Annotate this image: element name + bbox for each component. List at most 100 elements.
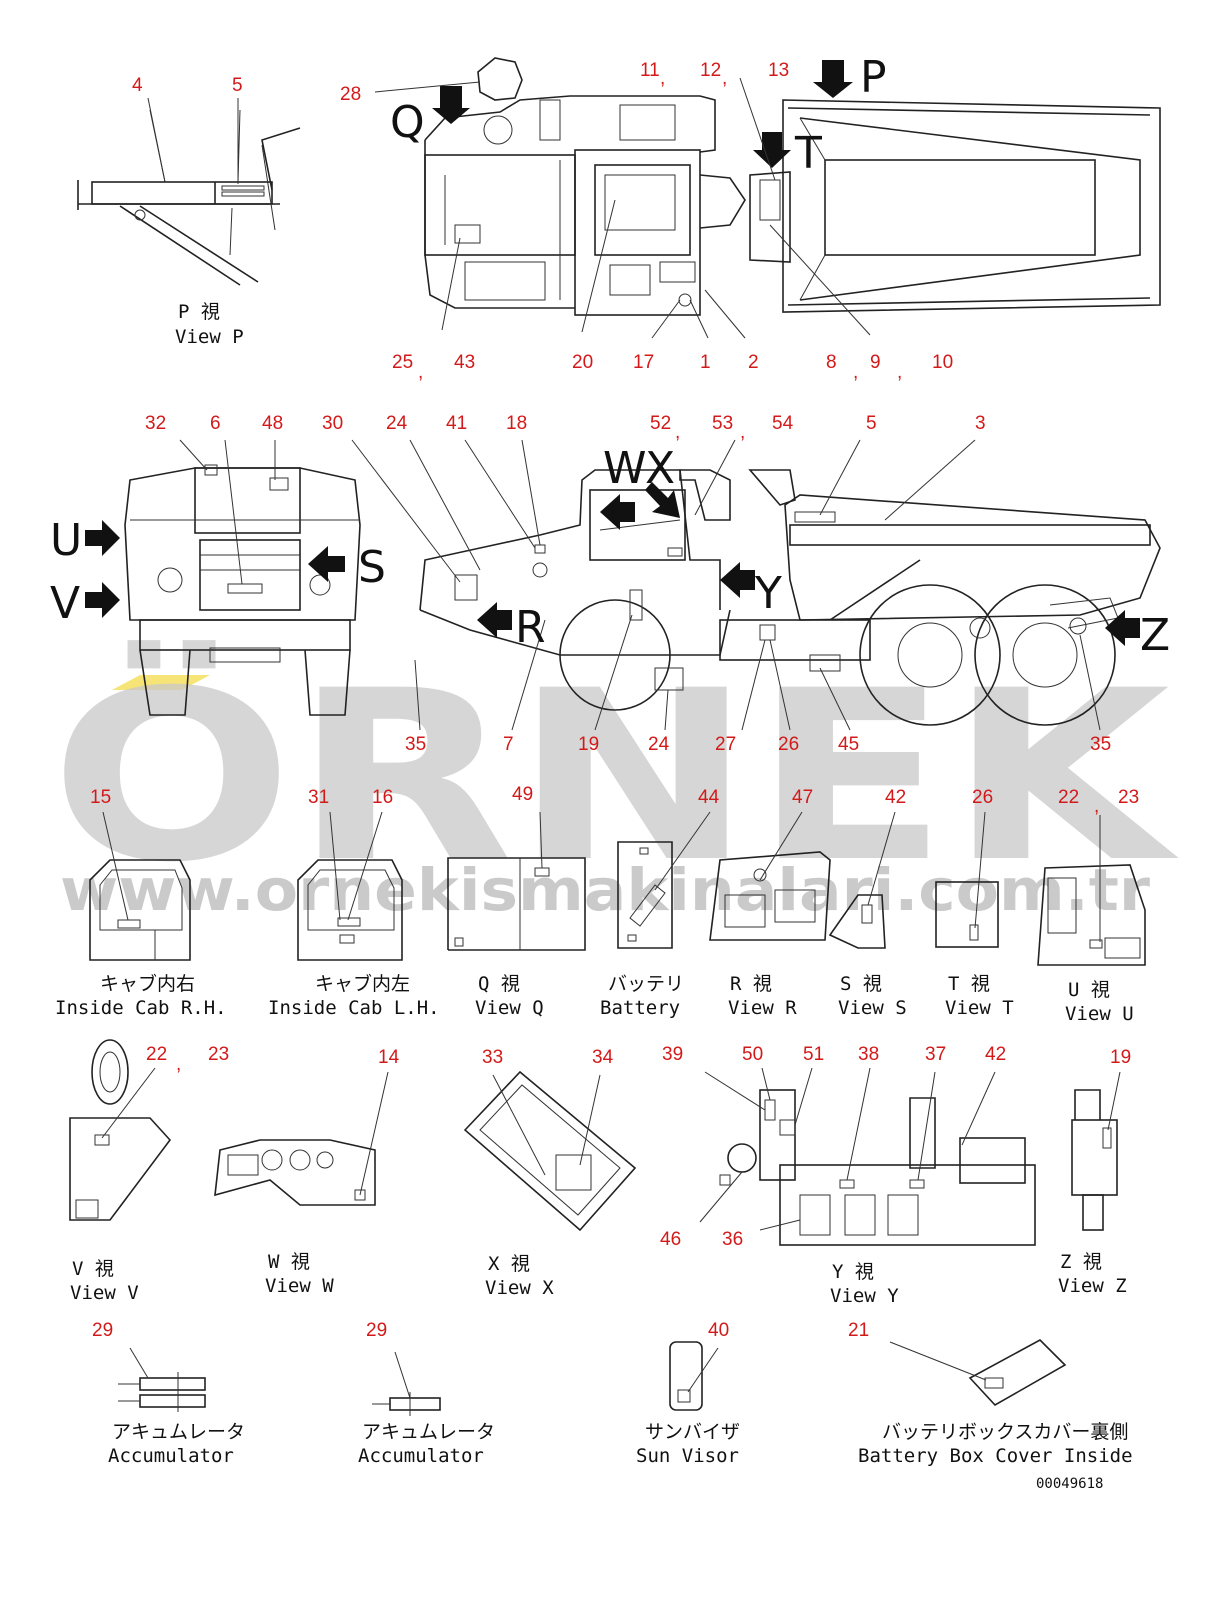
callout-22-v: 22 — [146, 1044, 167, 1065]
view-s-drawing — [828, 894, 886, 949]
callout-19-z: 19 — [1110, 1047, 1131, 1068]
callout-36: 36 — [722, 1229, 743, 1250]
view-letter-r: R — [515, 602, 546, 653]
view-letter-w: W — [603, 443, 647, 494]
svg-text:,: , — [660, 68, 665, 89]
captions: P 視 View P キャブ内右 Inside Cab R.H. キャブ内左 I… — [55, 301, 1134, 1467]
view-letter-t: T — [794, 128, 822, 179]
callout-26-t: 26 — [972, 787, 993, 808]
view-u-drawing — [1037, 864, 1146, 966]
callout-29-b: 29 — [366, 1320, 387, 1341]
callout-29-a: 29 — [92, 1320, 113, 1341]
callout-38: 38 — [858, 1044, 879, 1065]
view-p-drawing — [77, 109, 301, 286]
callout-1: 1 — [700, 352, 711, 373]
callout-28: 28 — [340, 84, 361, 105]
caption-view-z-en: View Z — [1058, 1275, 1127, 1297]
arrow-t — [753, 132, 791, 168]
arrows-top — [432, 60, 853, 168]
caption-view-x-jp: X 視 — [488, 1253, 530, 1275]
callout-15: 15 — [90, 787, 111, 808]
svg-text:,: , — [675, 422, 680, 443]
callout-48: 48 — [262, 413, 283, 434]
callout-34: 34 — [592, 1047, 614, 1068]
caption-view-r-jp: R 視 — [730, 973, 772, 995]
view-r-drawing — [709, 851, 831, 941]
arrow-p — [813, 60, 853, 98]
battery-drawing — [617, 841, 673, 949]
callout-54: 54 — [772, 413, 794, 434]
view-letter-y: Y — [754, 568, 782, 619]
caption-accumulator-1-jp: アキュムレータ — [112, 1421, 245, 1443]
view-y-drawing — [719, 1089, 1036, 1246]
callout-numbers: 4 5 28 11 12 13 25 43 20 17 1 2 8 9 10 3… — [90, 60, 1139, 1341]
callout-37: 37 — [925, 1044, 946, 1065]
caption-view-p-jp: P 視 — [178, 301, 220, 323]
caption-battery-en: Battery — [600, 997, 680, 1019]
callout-39: 39 — [662, 1044, 683, 1065]
arrow-x — [645, 482, 680, 518]
view-letter-z: Z — [1140, 610, 1170, 661]
front-view-truck — [124, 464, 361, 716]
arrow-z — [1105, 610, 1140, 646]
caption-view-z-jp: Z 視 — [1060, 1251, 1102, 1273]
callout-27: 27 — [715, 734, 736, 755]
callout-10: 10 — [932, 352, 953, 373]
callout-23-v: 23 — [208, 1044, 229, 1065]
caption-view-t-en: View T — [945, 997, 1014, 1019]
callout-13: 13 — [768, 60, 789, 81]
view-letter-u: U — [50, 515, 82, 566]
callout-25: 25 — [392, 352, 413, 373]
callout-22: 22 — [1058, 787, 1079, 808]
caption-sun-visor-en: Sun Visor — [636, 1445, 739, 1467]
caption-view-p-en: View P — [175, 326, 244, 348]
svg-text:,: , — [176, 1054, 181, 1075]
caption-inside-cab-lh-jp: キャブ内左 — [315, 972, 410, 995]
callout-51: 51 — [803, 1044, 824, 1065]
callout-42: 42 — [885, 787, 906, 808]
caption-inside-cab-rh-en: Inside Cab R.H. — [55, 997, 227, 1019]
arrow-w — [600, 494, 635, 530]
caption-view-u-en: View U — [1065, 1003, 1134, 1025]
view-letter-x: X — [645, 443, 675, 494]
caption-view-s-en: View S — [838, 997, 907, 1019]
callout-20: 20 — [572, 352, 593, 373]
callout-17: 17 — [633, 352, 654, 373]
callout-42-y: 42 — [985, 1044, 1006, 1065]
svg-text:,: , — [418, 362, 423, 383]
watermark-brand: ÖRNEK — [50, 639, 1180, 914]
watermark: ÖRNEK www.ornekismakinalari.com.tr — [50, 639, 1180, 924]
caption-view-v-jp: V 視 — [72, 1258, 114, 1280]
arrow-s — [308, 546, 345, 582]
caption-view-y-en: View Y — [830, 1285, 899, 1307]
callout-44: 44 — [698, 787, 720, 808]
side-view-truck — [419, 469, 1161, 726]
callout-47: 47 — [792, 787, 813, 808]
callout-2: 2 — [748, 352, 759, 373]
caption-battery-box-cover-en: Battery Box Cover Inside — [858, 1445, 1133, 1467]
callout-5-side: 5 — [866, 413, 877, 434]
callout-46: 46 — [660, 1229, 681, 1250]
callout-35-left: 35 — [405, 734, 426, 755]
callout-31: 31 — [308, 787, 329, 808]
callout-24: 24 — [386, 413, 408, 434]
caption-accumulator-2-jp: アキュムレータ — [362, 1421, 495, 1443]
arrow-u — [85, 520, 120, 556]
arrow-v — [85, 582, 120, 618]
callout-8: 8 — [826, 352, 837, 373]
callout-11: 11 — [640, 60, 660, 81]
view-v-drawing — [69, 1039, 172, 1221]
caption-battery-box-cover-jp: バッテリボックスカバー裏側 — [882, 1421, 1128, 1443]
callout-43: 43 — [454, 352, 475, 373]
callout-33: 33 — [482, 1047, 503, 1068]
top-view-tractor — [424, 57, 746, 316]
callout-23: 23 — [1118, 787, 1139, 808]
caption-accumulator-2-en: Accumulator — [358, 1445, 484, 1467]
arrows-side-view — [477, 482, 1140, 646]
view-t-drawing — [935, 881, 999, 948]
accumulator-2-drawing — [372, 1392, 441, 1416]
callout-16: 16 — [372, 787, 393, 808]
leader-lines — [101, 77, 1121, 1399]
callout-50: 50 — [742, 1044, 763, 1065]
